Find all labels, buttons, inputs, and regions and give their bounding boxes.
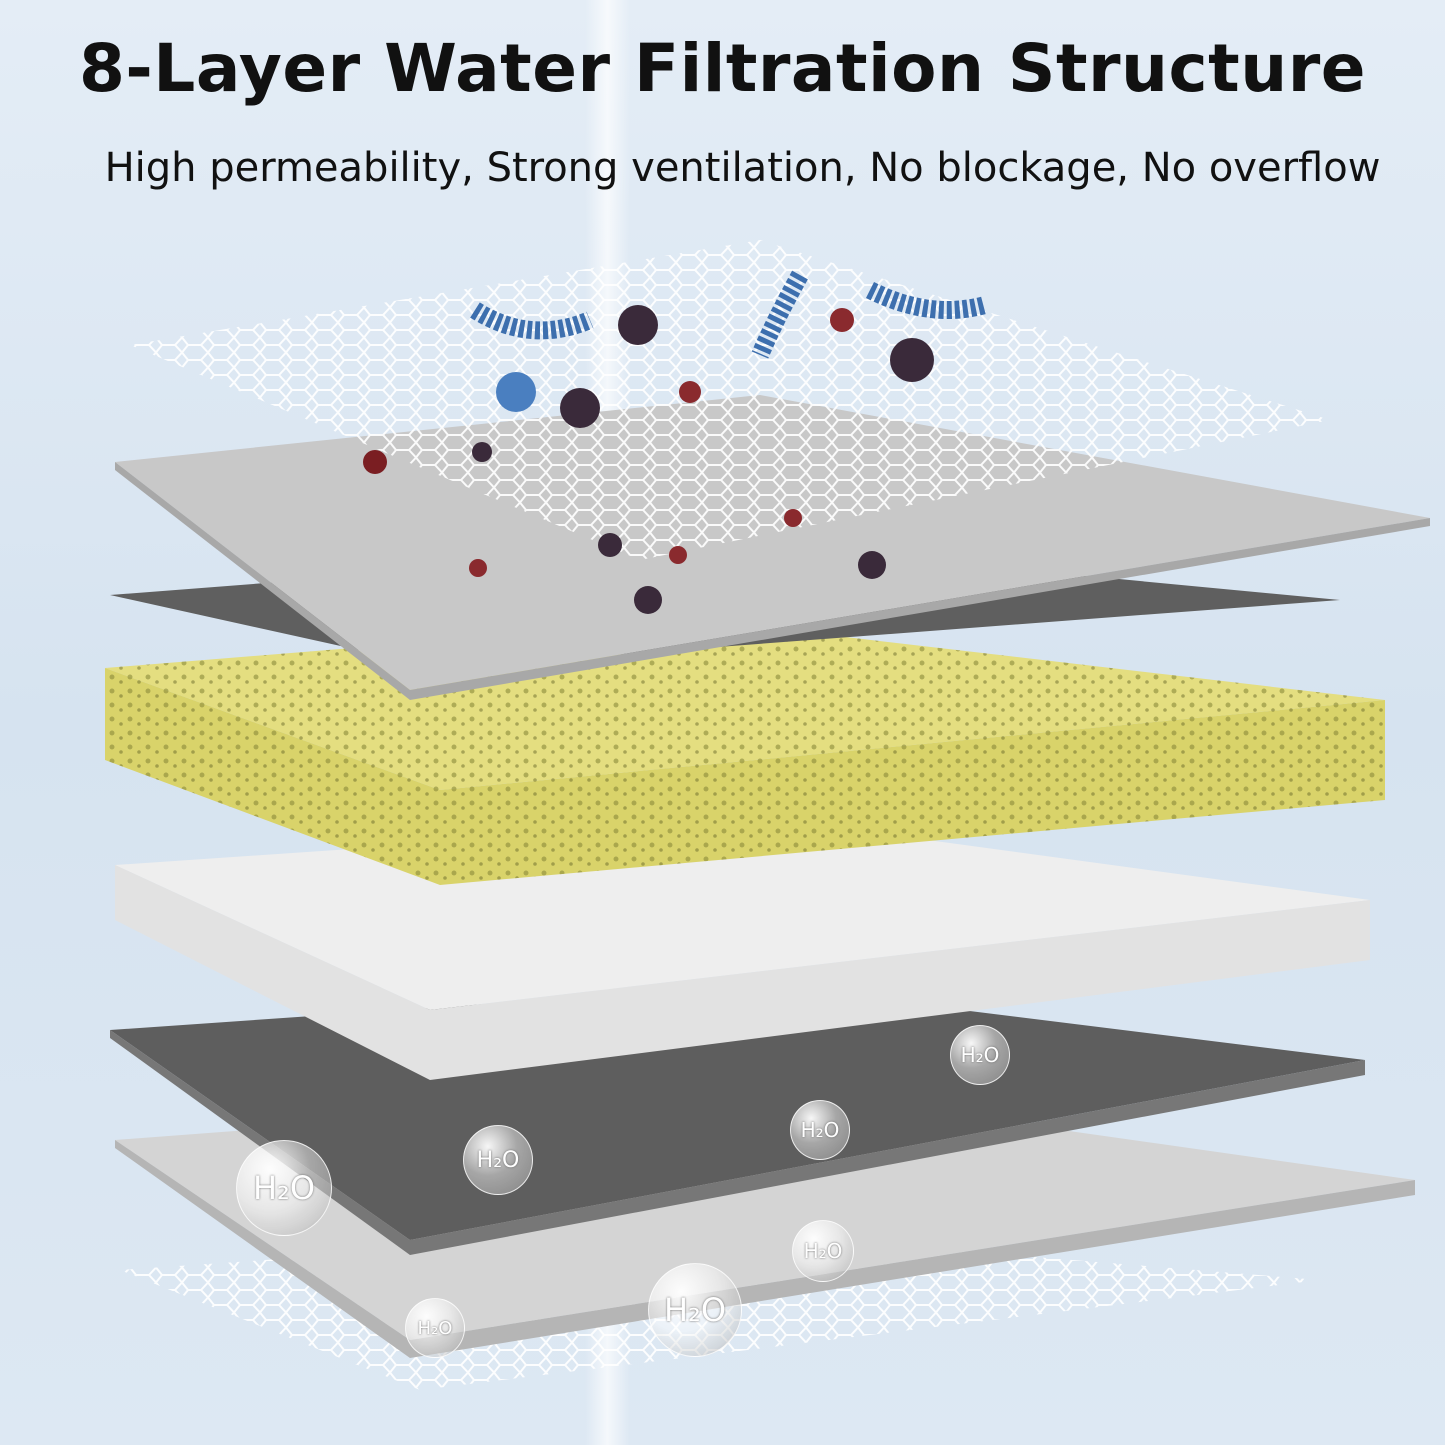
subtitle: High permeability, Strong ventilation, N… xyxy=(104,145,1381,191)
layer-top-mesh xyxy=(130,240,1330,560)
page-title: 8-Layer Water Filtration Structure xyxy=(78,30,1367,107)
h2o-bubble: H₂O xyxy=(648,1263,742,1357)
h2o-bubble: H₂O xyxy=(463,1125,533,1195)
h2o-bubble: H₂O xyxy=(792,1220,854,1282)
h2o-bubble: H₂O xyxy=(790,1100,850,1160)
h2o-bubble: H₂O xyxy=(950,1025,1010,1085)
contaminants xyxy=(363,270,988,614)
h2o-bubble: H₂O xyxy=(236,1140,332,1236)
h2o-bubble: H₂O xyxy=(405,1298,465,1358)
